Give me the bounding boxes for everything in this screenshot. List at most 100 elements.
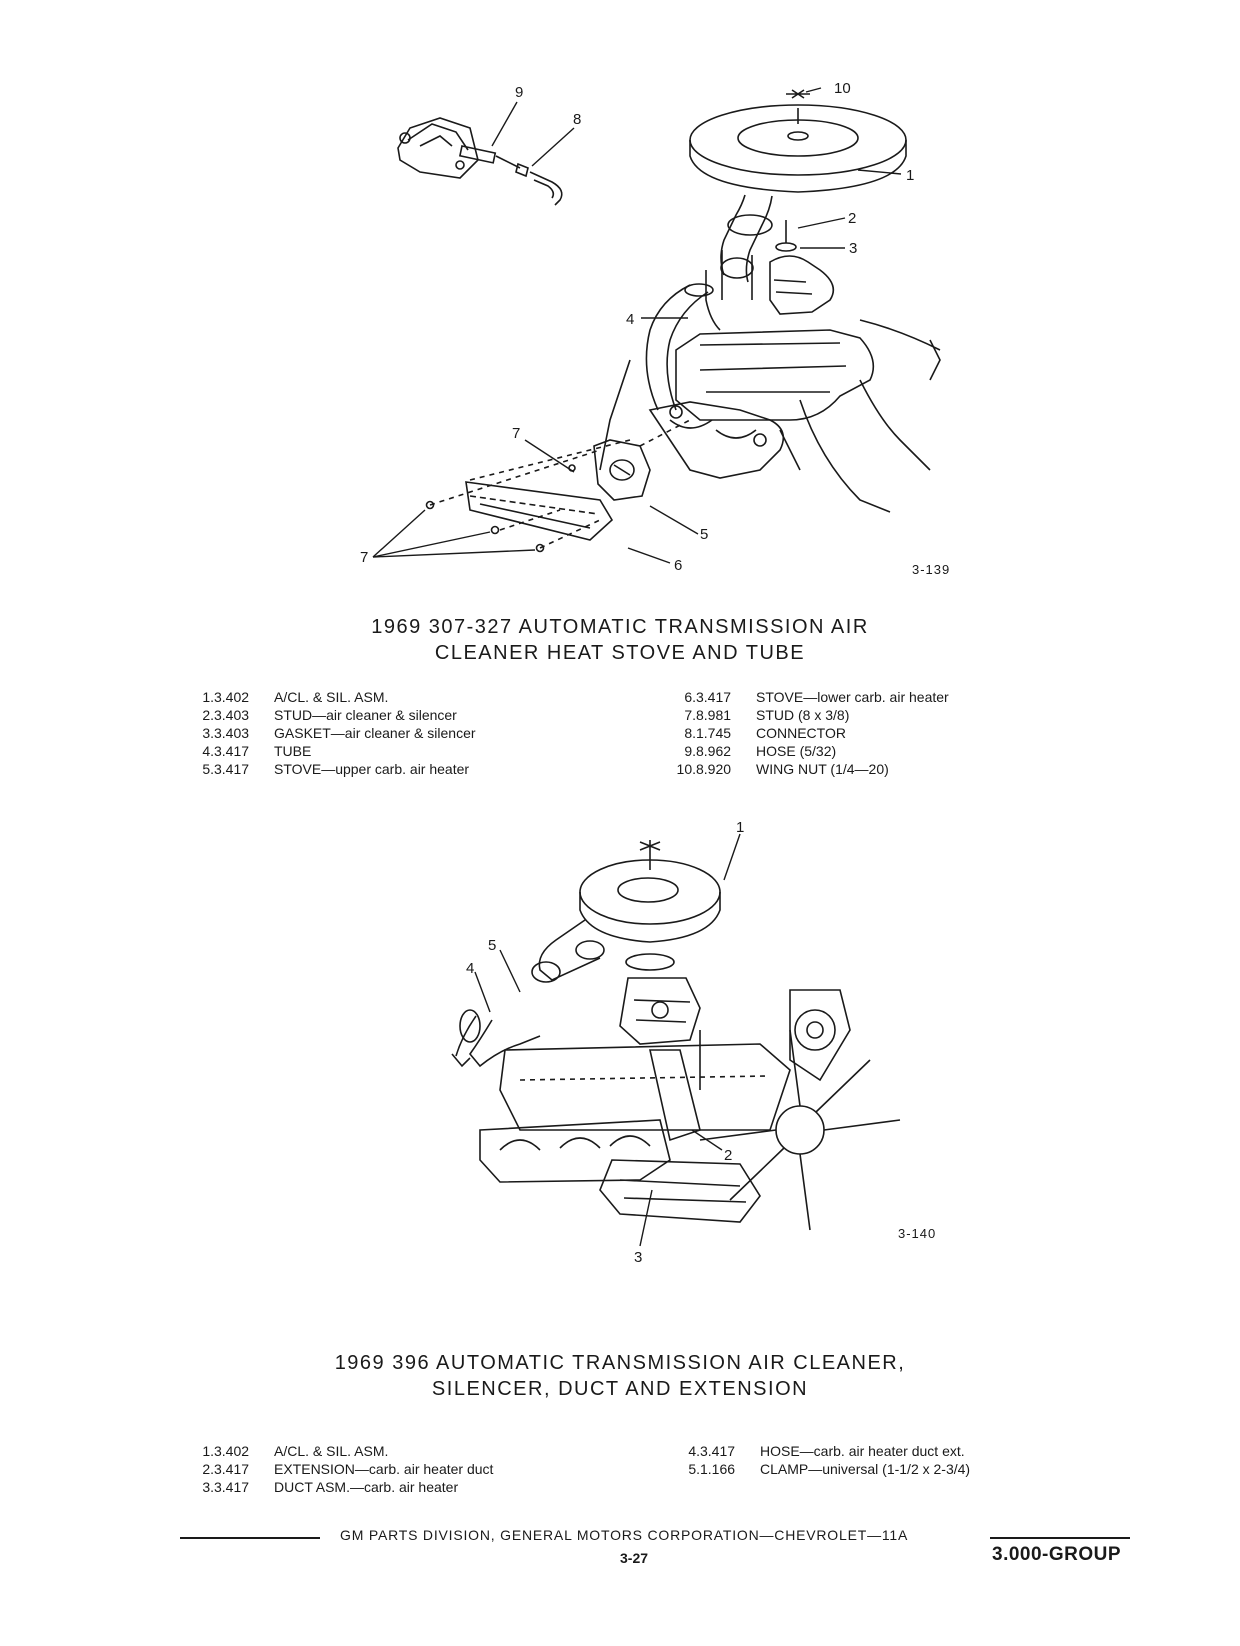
section1-parts-list-left: 1. 3.402 A/CL. & SIL. ASM. 2. 3.403 STUD… — [190, 688, 476, 778]
carburetor-drawing — [770, 220, 833, 314]
part-group-code: 3.417 — [214, 1461, 250, 1477]
part-description: STOVE—lower carb. air heater — [756, 689, 949, 705]
part-number: 1. — [202, 689, 214, 705]
part-description: STUD—air cleaner & silencer — [274, 707, 457, 723]
part-description: HOSE—carb. air heater duct ext. — [760, 1443, 965, 1459]
figure-code-3-139: 3-139 — [912, 562, 950, 577]
part-number: 4. — [202, 743, 214, 759]
air-cleaner-drawing — [690, 90, 906, 192]
snorkel-drawing — [532, 920, 604, 982]
part-group-code: 8.962 — [696, 743, 732, 759]
table-row: 2. 3.417 EXTENSION—carb. air heater duct — [190, 1460, 493, 1478]
part-description: GASKET—air cleaner & silencer — [274, 725, 476, 741]
footer-rule-right — [990, 1537, 1130, 1539]
callout-3: 3 — [849, 240, 857, 257]
part-number: 6. — [684, 689, 696, 705]
fan-drawing — [700, 1030, 900, 1230]
part-number: 8. — [684, 725, 696, 741]
table-row: 4. 3.417 TUBE — [190, 742, 476, 760]
callout-1: 1 — [736, 819, 744, 836]
table-row: 3. 3.417 DUCT ASM.—carb. air heater — [190, 1478, 493, 1496]
callout-7-upper: 7 — [512, 425, 520, 442]
exhaust-manifold-drawing — [650, 402, 783, 478]
section1-title-line1: 1969 307-327 AUTOMATIC TRANSMISSION AIR — [371, 616, 869, 638]
section2-parts-list-right: 4. 3.417 HOSE—carb. air heater duct ext.… — [676, 1442, 970, 1478]
part-number: 3. — [202, 1479, 214, 1495]
part-group-code: 3.417 — [700, 1443, 736, 1459]
section1-title-line2: CLEANER HEAT STOVE AND TUBE — [434, 642, 806, 664]
part-group-code: 8.920 — [696, 761, 732, 777]
part-number: 7. — [684, 707, 696, 723]
part-group-code: 8.981 — [696, 707, 732, 723]
callout-10: 10 — [834, 80, 851, 97]
callout-8: 8 — [573, 111, 581, 128]
figure-3-140-illustration: 1 5 4 2 3 3-140 — [0, 819, 936, 1266]
callout-4: 4 — [626, 311, 634, 328]
table-row: 7. 8.981 STUD (8 x 3/8) — [672, 706, 949, 724]
part-group-code: 3.417 — [696, 689, 732, 705]
table-row: 6. 3.417 STOVE—lower carb. air heater — [672, 688, 949, 706]
part-number: 2. — [202, 1461, 214, 1477]
section1-title: 1969 307-327 AUTOMATIC TRANSMISSION AIR … — [0, 614, 1240, 666]
lower-stove-drawing — [466, 482, 612, 540]
section2-title-line2: SILENCER, DUCT AND EXTENSION — [431, 1378, 809, 1400]
table-row: 1. 3.402 A/CL. & SIL. ASM. — [190, 1442, 493, 1460]
section2-parts-list-left: 1. 3.402 A/CL. & SIL. ASM. 2. 3.417 EXTE… — [190, 1442, 493, 1496]
part-description: CLAMP—universal (1-1/2 x 2-3/4) — [760, 1461, 971, 1477]
part-group-code: 1.166 — [700, 1461, 736, 1477]
engine-block-drawing — [500, 1030, 790, 1130]
callout-1: 1 — [906, 167, 914, 184]
exhaust-manifold-drawing — [480, 1120, 670, 1182]
table-row: 9. 8.962 HOSE (5/32) — [672, 742, 949, 760]
footer-rule-left — [180, 1537, 320, 1539]
part-number: 4. — [688, 1443, 700, 1459]
part-number: 5. — [202, 761, 214, 777]
part-group-code: 3.403 — [214, 725, 250, 741]
callout-2: 2 — [724, 1147, 732, 1164]
table-row: 3. 3.403 GASKET—air cleaner & silencer — [190, 724, 476, 742]
table-row: 1. 3.402 A/CL. & SIL. ASM. — [190, 688, 476, 706]
part-group-code: 3.402 — [214, 1443, 250, 1459]
upper-stove-drawing — [594, 440, 650, 500]
part-group-code: 3.417 — [214, 761, 250, 777]
table-row: 2. 3.403 STUD—air cleaner & silencer — [190, 706, 476, 724]
air-cleaner-drawing — [580, 840, 720, 942]
engine-block-drawing — [600, 320, 940, 512]
callout-5: 5 — [488, 937, 496, 954]
part-number: 2. — [202, 707, 214, 723]
section2-title-line1: 1969 396 AUTOMATIC TRANSMISSION AIR CLEA… — [334, 1352, 906, 1374]
part-description: EXTENSION—carb. air heater duct — [274, 1461, 494, 1477]
callout-6: 6 — [674, 557, 682, 574]
callout-9: 9 — [515, 84, 523, 101]
table-row: 5. 3.417 STOVE—upper carb. air heater — [190, 760, 476, 778]
part-group-code: 3.417 — [214, 1479, 250, 1495]
duct-assembly-drawing — [600, 1160, 760, 1222]
footer-publisher: GM PARTS DIVISION, GENERAL MOTORS CORPOR… — [340, 1527, 909, 1543]
part-description: TUBE — [274, 743, 312, 759]
figure-code-3-140: 3-140 — [898, 1226, 936, 1241]
gasket-drawing — [626, 954, 674, 970]
part-number: 10. — [676, 761, 696, 777]
part-number: 3. — [202, 725, 214, 741]
alternator-drawing — [790, 990, 850, 1080]
group-label: 3.000-GROUP — [992, 1544, 1122, 1565]
table-row: 8. 1.745 CONNECTOR — [672, 724, 949, 742]
part-description: CONNECTOR — [756, 725, 846, 741]
part-description: HOSE (5/32) — [756, 743, 837, 759]
part-group-code: 3.403 — [214, 707, 250, 723]
callout-7-lower: 7 — [360, 549, 368, 566]
hose-bracket-assembly-drawing — [398, 118, 562, 205]
table-row: 10. 8.920 WING NUT (1/4—20) — [672, 760, 949, 778]
table-row: 4. 3.417 HOSE—carb. air heater duct ext. — [676, 1442, 970, 1460]
part-number: 9. — [684, 743, 696, 759]
page-number: 3-27 — [620, 1550, 649, 1566]
carburetor-drawing — [620, 978, 700, 1044]
callout-5: 5 — [700, 526, 708, 543]
part-group-code: 3.402 — [214, 689, 250, 705]
part-group-code: 1.745 — [696, 725, 732, 741]
part-number: 1. — [202, 1443, 214, 1459]
callout-2: 2 — [848, 210, 856, 227]
callout-4: 4 — [466, 960, 474, 977]
part-description: STUD (8 x 3/8) — [756, 707, 850, 723]
part-description: A/CL. & SIL. ASM. — [274, 689, 389, 705]
